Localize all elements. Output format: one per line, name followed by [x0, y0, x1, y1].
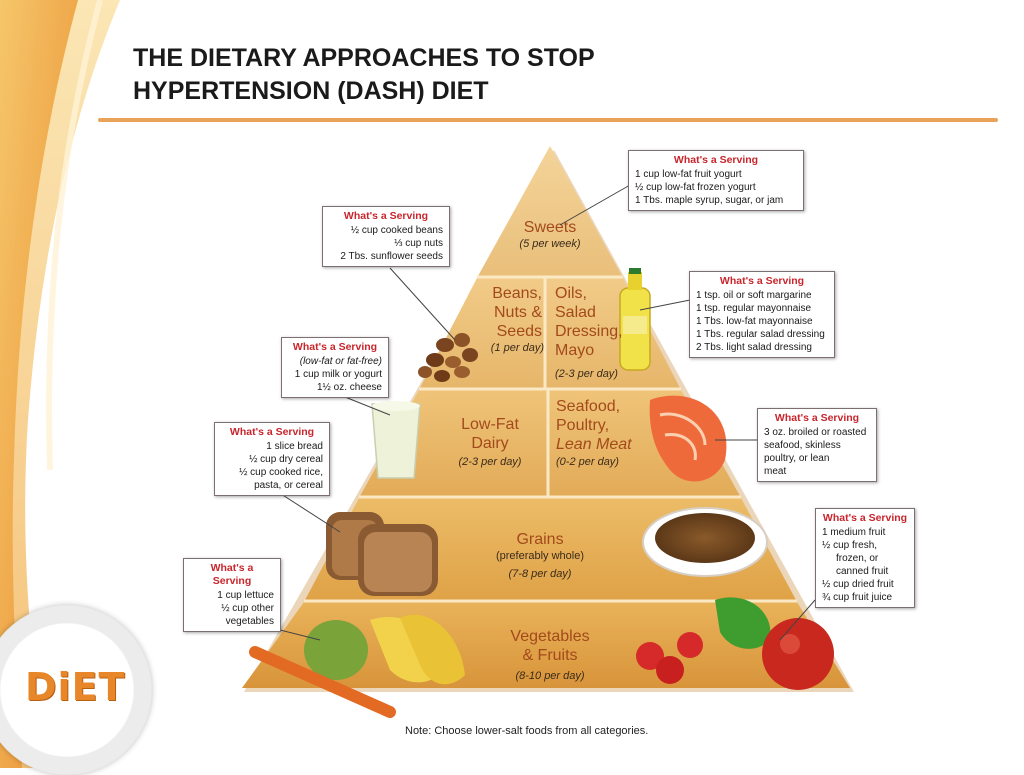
footnote: Note: Choose lower-salt foods from all c…	[405, 725, 648, 737]
serving-line: vegetables	[190, 615, 274, 628]
seafood-line-1: Seafood,	[556, 398, 620, 415]
beans-label: Beans, Nuts & Seeds	[470, 284, 542, 341]
grains-qualifier: (preferably whole)	[480, 550, 600, 562]
serving-line: 1 tsp. oil or soft margarine	[696, 289, 828, 302]
serving-line: ½ cup dry cereal	[221, 453, 323, 466]
seafood-line-2: Poultry,	[556, 417, 609, 434]
serving-box-grains: What's a Serving 1 slice bread ½ cup dry…	[214, 422, 330, 496]
serving-line: 1 Tbs. regular salad dressing	[696, 328, 828, 341]
serving-line: 1 cup lettuce	[190, 589, 274, 602]
serving-line: seafood, skinless	[764, 439, 870, 452]
serving-line: 1 cup low-fat fruit yogurt	[635, 168, 797, 181]
serving-line: (low-fat or fat-free)	[288, 355, 382, 368]
serving-line: canned fruit	[822, 565, 908, 578]
serving-line: ½ cup low-fat frozen yogurt	[635, 181, 797, 194]
dairy-servings: (2-3 per day)	[445, 456, 535, 468]
beans-line-3: Seeds	[497, 323, 542, 340]
seafood-label: Seafood, Poultry, Lean Meat	[556, 397, 656, 454]
serving-line: 1 medium fruit	[822, 526, 908, 539]
sweets-label: Sweets	[500, 218, 600, 237]
oils-label: Oils, Salad Dressing, Mayo	[555, 284, 635, 360]
serving-line: 1 tsp. regular mayonnaise	[696, 302, 828, 315]
serving-line: pasta, or cereal	[221, 479, 323, 492]
serving-title-fruits: What's a Serving	[822, 512, 908, 525]
oils-line-2: Salad	[555, 304, 596, 321]
beans-line-1: Beans,	[492, 285, 542, 302]
serving-title-vegetables: What's a Serving	[190, 562, 274, 588]
cereal-bowl-illustration	[643, 508, 767, 576]
serving-title-grains: What's a Serving	[221, 426, 323, 439]
serving-line: 1 cup milk or yogurt	[288, 368, 382, 381]
beans-line-2: Nuts &	[494, 304, 542, 321]
oils-line-4: Mayo	[555, 342, 594, 359]
slide-title: THE DIETARY APPROACHES TO STOP HYPERTENS…	[133, 42, 833, 108]
serving-line: ½ cup cooked beans	[329, 224, 443, 237]
serving-box-oils: What's a Serving 1 tsp. oil or soft marg…	[689, 271, 835, 358]
serving-box-vegetables: What's a Serving 1 cup lettuce ½ cup oth…	[183, 558, 281, 632]
nuts-illustration	[418, 333, 478, 382]
seafood-line-3: Lean Meat	[556, 436, 632, 453]
serving-line: 1 slice bread	[221, 440, 323, 453]
serving-title-dairy: What's a Serving	[288, 341, 382, 354]
serving-line: 1 Tbs. low-fat mayonnaise	[696, 315, 828, 328]
oils-line-3: Dressing,	[555, 323, 623, 340]
vegetables-line-2: & Fruits	[522, 647, 577, 664]
serving-title-seafood: What's a Serving	[764, 412, 870, 425]
oils-servings: (2-3 per day)	[555, 368, 635, 380]
grains-servings: (7-8 per day)	[480, 568, 600, 580]
dairy-line-1: Low-Fat	[461, 416, 519, 433]
title-line-1: THE DIETARY APPROACHES TO STOP	[133, 44, 595, 72]
serving-line: 2 Tbs. light salad dressing	[696, 341, 828, 354]
vegetables-line-1: Vegetables	[510, 628, 589, 645]
serving-line: 1½ oz. cheese	[288, 381, 382, 394]
serving-box-sweets: What's a Serving 1 cup low-fat fruit yog…	[628, 150, 804, 211]
serving-line: meat	[764, 465, 870, 478]
tier-sweets	[478, 146, 622, 276]
serving-line: 1 Tbs. maple syrup, sugar, or jam	[635, 194, 797, 207]
dairy-line-2: Dairy	[471, 435, 508, 452]
serving-title-sweets: What's a Serving	[635, 154, 797, 167]
seafood-servings: (0-2 per day)	[556, 456, 656, 468]
title-line-2: HYPERTENSION (DASH) DIET	[133, 77, 489, 105]
dairy-label: Low-Fat Dairy	[445, 415, 535, 453]
serving-line: 2 Tbs. sunflower seeds	[329, 250, 443, 263]
milk-glass-illustration	[372, 401, 420, 478]
serving-box-seafood: What's a Serving 3 oz. broiled or roaste…	[757, 408, 877, 482]
diet-logo-text: DiET	[25, 665, 125, 709]
serving-line: ⅓ cup nuts	[329, 237, 443, 250]
sweets-servings: (5 per week)	[500, 238, 600, 250]
vegetables-label: Vegetables & Fruits	[485, 627, 615, 665]
serving-title-beans: What's a Serving	[329, 210, 443, 223]
serving-box-fruits: What's a Serving 1 medium fruit ½ cup fr…	[815, 508, 915, 608]
serving-line: ½ cup cooked rice,	[221, 466, 323, 479]
serving-line: ½ cup dried fruit	[822, 578, 908, 591]
serving-line: ¾ cup fruit juice	[822, 591, 908, 604]
serving-box-dairy: What's a Serving (low-fat or fat-free) 1…	[281, 337, 389, 398]
serving-line: poultry, or lean	[764, 452, 870, 465]
oils-line-1: Oils,	[555, 285, 587, 302]
title-underline	[98, 118, 998, 122]
serving-line: ½ cup other	[190, 602, 274, 615]
serving-box-beans: What's a Serving ½ cup cooked beans ⅓ cu…	[322, 206, 450, 267]
serving-line: frozen, or	[822, 552, 908, 565]
beans-servings: (1 per day)	[470, 342, 544, 354]
vegetables-servings: (8-10 per day)	[485, 670, 615, 682]
serving-line: ½ cup fresh,	[822, 539, 908, 552]
serving-line: 3 oz. broiled or roasted	[764, 426, 870, 439]
grains-label: Grains	[480, 530, 600, 549]
serving-title-oils: What's a Serving	[696, 275, 828, 288]
